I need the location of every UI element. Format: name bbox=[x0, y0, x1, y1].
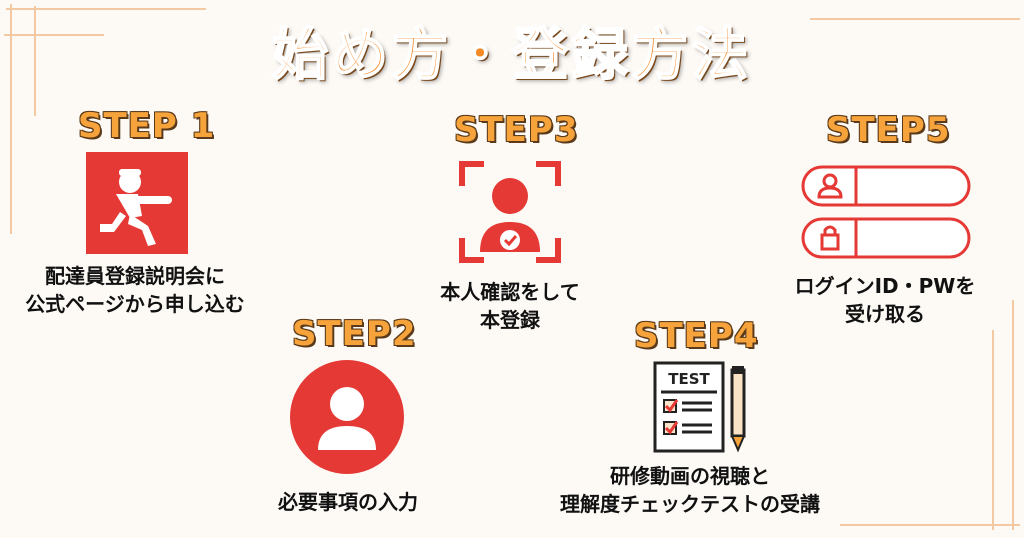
login-form-icon bbox=[800, 164, 972, 260]
page-title: 始め方・登録方法 bbox=[271, 22, 752, 89]
step5-caption-line2: 受け取る bbox=[845, 302, 925, 326]
test-text: TEST bbox=[668, 370, 710, 388]
step4-caption-line2: 理解度チェックテストの受講 bbox=[560, 492, 820, 516]
step2-caption: 必要事項の入力 bbox=[238, 488, 458, 516]
step5-caption-line1: ログインID・PWを bbox=[794, 274, 976, 298]
step3-label: STEP3 bbox=[454, 110, 579, 150]
step4-caption-line1: 研修動画の視聴と bbox=[610, 464, 770, 488]
step5-label: STEP5 bbox=[826, 110, 951, 150]
step5-caption: ログインID・PWを 受け取る bbox=[770, 272, 1000, 328]
step1-caption-line2: 公式ページから申し込む bbox=[25, 292, 245, 316]
face-verification-icon bbox=[458, 160, 562, 264]
frame-line-top-right-h bbox=[810, 18, 1020, 20]
frame-line-bottom-right-h bbox=[840, 524, 1020, 526]
frame-line-top-left-h bbox=[6, 8, 206, 10]
user-profile-icon bbox=[290, 360, 404, 474]
step1-caption: 配達員登録説明会に 公式ページから申し込む bbox=[0, 262, 270, 318]
frame-line-top-left-v bbox=[10, 4, 12, 234]
step2-label: STEP2 bbox=[292, 314, 417, 354]
running-person-icon bbox=[86, 152, 188, 254]
step1-label: STEP 1 bbox=[78, 106, 216, 146]
frame-line-top-left-h2 bbox=[4, 34, 104, 36]
step3-caption-line2: 本登録 bbox=[480, 308, 540, 332]
step1-caption-line1: 配達員登録説明会に bbox=[45, 264, 225, 288]
step3-caption: 本人確認をして 本登録 bbox=[400, 278, 620, 334]
frame-line-bottom-right-v2 bbox=[1012, 300, 1014, 530]
frame-line-top-left-v2 bbox=[34, 6, 36, 116]
step4-caption: 研修動画の視聴と 理解度チェックテストの受講 bbox=[540, 462, 840, 518]
step2-caption-line1: 必要事項の入力 bbox=[278, 490, 418, 514]
step3-caption-line1: 本人確認をして bbox=[440, 280, 580, 304]
test-checklist-icon: TEST bbox=[652, 360, 752, 456]
step4-label: STEP4 bbox=[634, 316, 759, 356]
frame-line-bottom-right-v bbox=[992, 330, 994, 530]
